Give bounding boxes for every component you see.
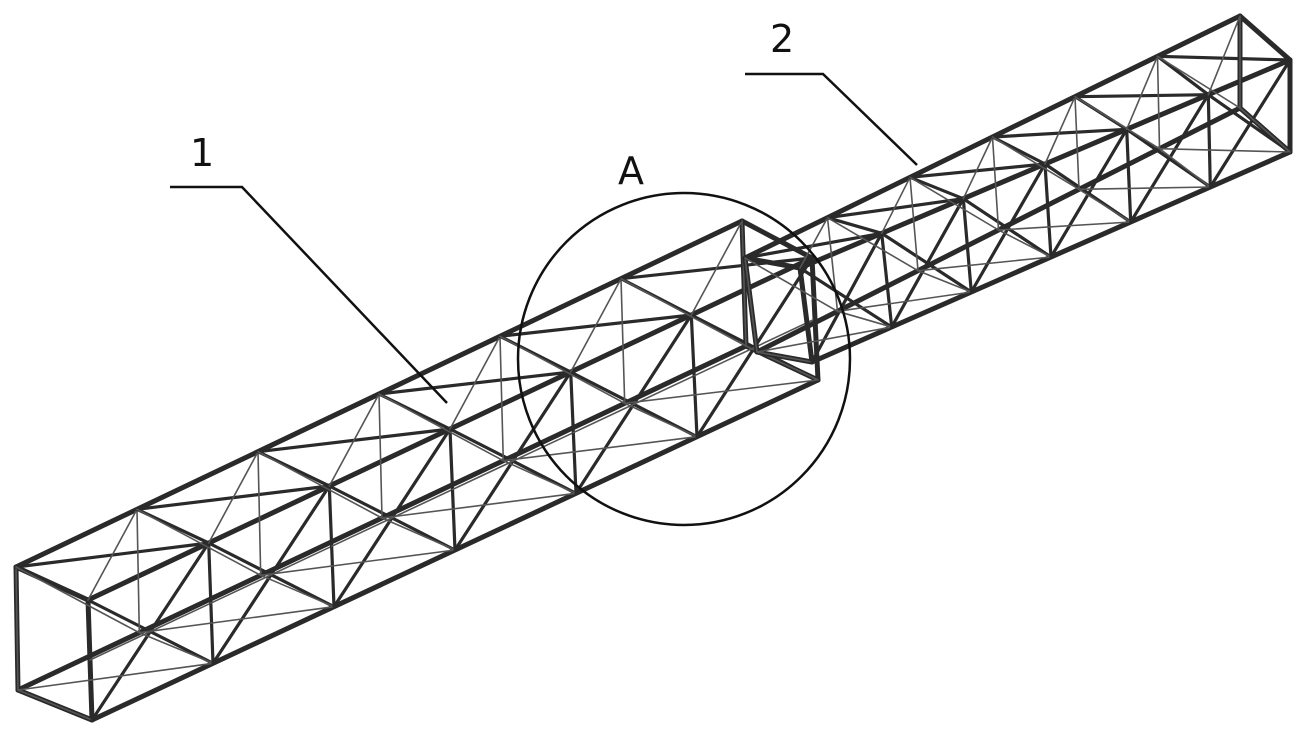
outer-truss-bottom-brace <box>502 435 698 462</box>
outer-truss-mid-chord <box>572 374 696 434</box>
inner-truss-back-brace <box>1156 55 1241 109</box>
outer-truss-top-brace <box>87 508 138 601</box>
outer-truss-back-post <box>15 566 19 691</box>
label-detail-a: A <box>618 149 644 193</box>
inner-truss-top-brace <box>743 231 884 260</box>
inner-truss-top-cross <box>825 216 884 235</box>
inner-truss-bottom-brace <box>756 326 893 353</box>
outer-truss-bottom-brace <box>259 549 456 577</box>
detail-circle-a <box>516 191 852 527</box>
outer-truss-back-post <box>741 220 747 347</box>
inner-truss-bottom-brace <box>917 256 1052 272</box>
outer-truss-back-brace <box>15 566 141 634</box>
inner-truss-bottom-cross <box>1078 188 1132 223</box>
inner-truss-bottom-cross <box>836 310 893 328</box>
inner-truss-back-post <box>909 176 919 272</box>
outer-truss-top-brace <box>449 335 501 430</box>
outer-truss-back-post <box>257 450 262 577</box>
inner-truss-front-brace <box>1208 58 1292 189</box>
inner-truss-front-brace <box>810 231 884 364</box>
leader-line-part-2 <box>745 72 918 166</box>
outer-truss-back-post <box>136 508 141 634</box>
outer-truss-top-brace <box>569 277 622 373</box>
inner-truss-section <box>742 13 1293 365</box>
outer-truss-bottom-brace <box>138 605 335 634</box>
inner-truss-front-brace <box>1049 127 1129 259</box>
inner-truss-back-post <box>744 257 758 353</box>
inner-truss-top-brace <box>962 136 994 200</box>
inner-truss-back-post <box>991 136 1000 231</box>
outer-truss-bottom-cross <box>17 689 93 721</box>
inner-truss-top-cross <box>908 175 965 201</box>
inner-truss-back-post <box>1156 55 1161 150</box>
outer-truss-bottom-brace <box>17 662 214 691</box>
inner-truss-top-brace <box>1125 55 1159 131</box>
outer-truss-back-brace <box>620 277 747 347</box>
inner-truss-bottom-cross <box>756 351 813 363</box>
outer-truss-bottom-brace <box>623 379 819 405</box>
outer-truss-mid-chord <box>451 431 575 491</box>
inner-truss-top-brace <box>825 197 965 220</box>
outer-truss-bottom-brace <box>381 492 577 519</box>
outer-truss-back-post <box>620 277 626 405</box>
inner-truss-top-cross <box>743 256 802 270</box>
inner-truss-post <box>880 231 894 329</box>
inner-truss-back-brace <box>909 176 1000 231</box>
outer-truss-back-brace <box>499 335 626 405</box>
inner-truss-back-brace <box>1074 95 1161 150</box>
inner-truss-bottom-brace <box>1158 147 1291 153</box>
inner-truss-bottom-brace <box>1078 186 1212 191</box>
leader-line-part-1 <box>170 185 448 404</box>
inner-truss-bottom-brace <box>836 291 973 313</box>
outer-truss-mid-chord <box>210 545 333 605</box>
inner-truss-post <box>1043 162 1053 259</box>
outer-truss-back-brace <box>257 450 383 519</box>
inner-truss-front-brace <box>1129 93 1210 224</box>
inner-truss-top-brace <box>1044 95 1076 165</box>
inner-truss-post <box>961 197 973 294</box>
inner-truss-back-brace <box>744 257 839 313</box>
inner-truss-post <box>1206 93 1212 189</box>
outer-truss-top-cross <box>740 219 814 260</box>
inner-truss-top-cross <box>1155 54 1210 97</box>
outer-truss-back-brace <box>136 508 262 577</box>
outer-truss-top-brace <box>328 393 380 487</box>
inner-truss-back-post <box>826 216 839 313</box>
outer-truss-back-post <box>378 393 383 519</box>
inner-truss-bottom-cross <box>1239 107 1291 153</box>
inner-truss-front-brace <box>890 197 965 329</box>
label-part-1: 1 <box>190 131 214 175</box>
inner-truss-bottom-brace <box>997 221 1132 231</box>
outer-truss-top-brace <box>207 450 259 544</box>
inner-truss-bottom-cross <box>1158 147 1212 188</box>
inner-truss-top-brace <box>880 176 911 235</box>
inner-truss-top-brace <box>908 162 1047 179</box>
inner-truss-top-brace <box>799 216 829 269</box>
inner-truss-back-brace <box>991 136 1080 191</box>
inner-truss-bottom-cross <box>997 229 1052 258</box>
inner-truss-back-brace <box>826 216 919 272</box>
outer-truss-bottom-cross <box>502 459 577 495</box>
outer-truss-bottom-cross <box>381 517 456 551</box>
inner-truss-post <box>1125 127 1133 224</box>
inner-truss-bottom-cross <box>917 269 973 293</box>
outer-truss-mid-chord <box>330 488 454 548</box>
inner-truss-top-brace <box>1207 15 1241 96</box>
inner-truss-back-post <box>1074 95 1080 191</box>
outer-truss-bottom-cross <box>623 402 698 438</box>
label-part-2: 2 <box>770 17 794 61</box>
inner-truss-front-brace <box>969 162 1047 294</box>
outer-truss-top-brace <box>690 220 743 316</box>
inner-truss-top-cross <box>1238 14 1292 62</box>
outer-truss-bottom-cross <box>138 631 214 665</box>
inner-truss-post <box>798 266 814 364</box>
outer-truss-back-post <box>499 335 505 462</box>
outer-truss-bottom-cross <box>259 574 335 608</box>
outer-truss-section <box>13 218 821 723</box>
outer-truss-back-brace <box>378 393 505 462</box>
